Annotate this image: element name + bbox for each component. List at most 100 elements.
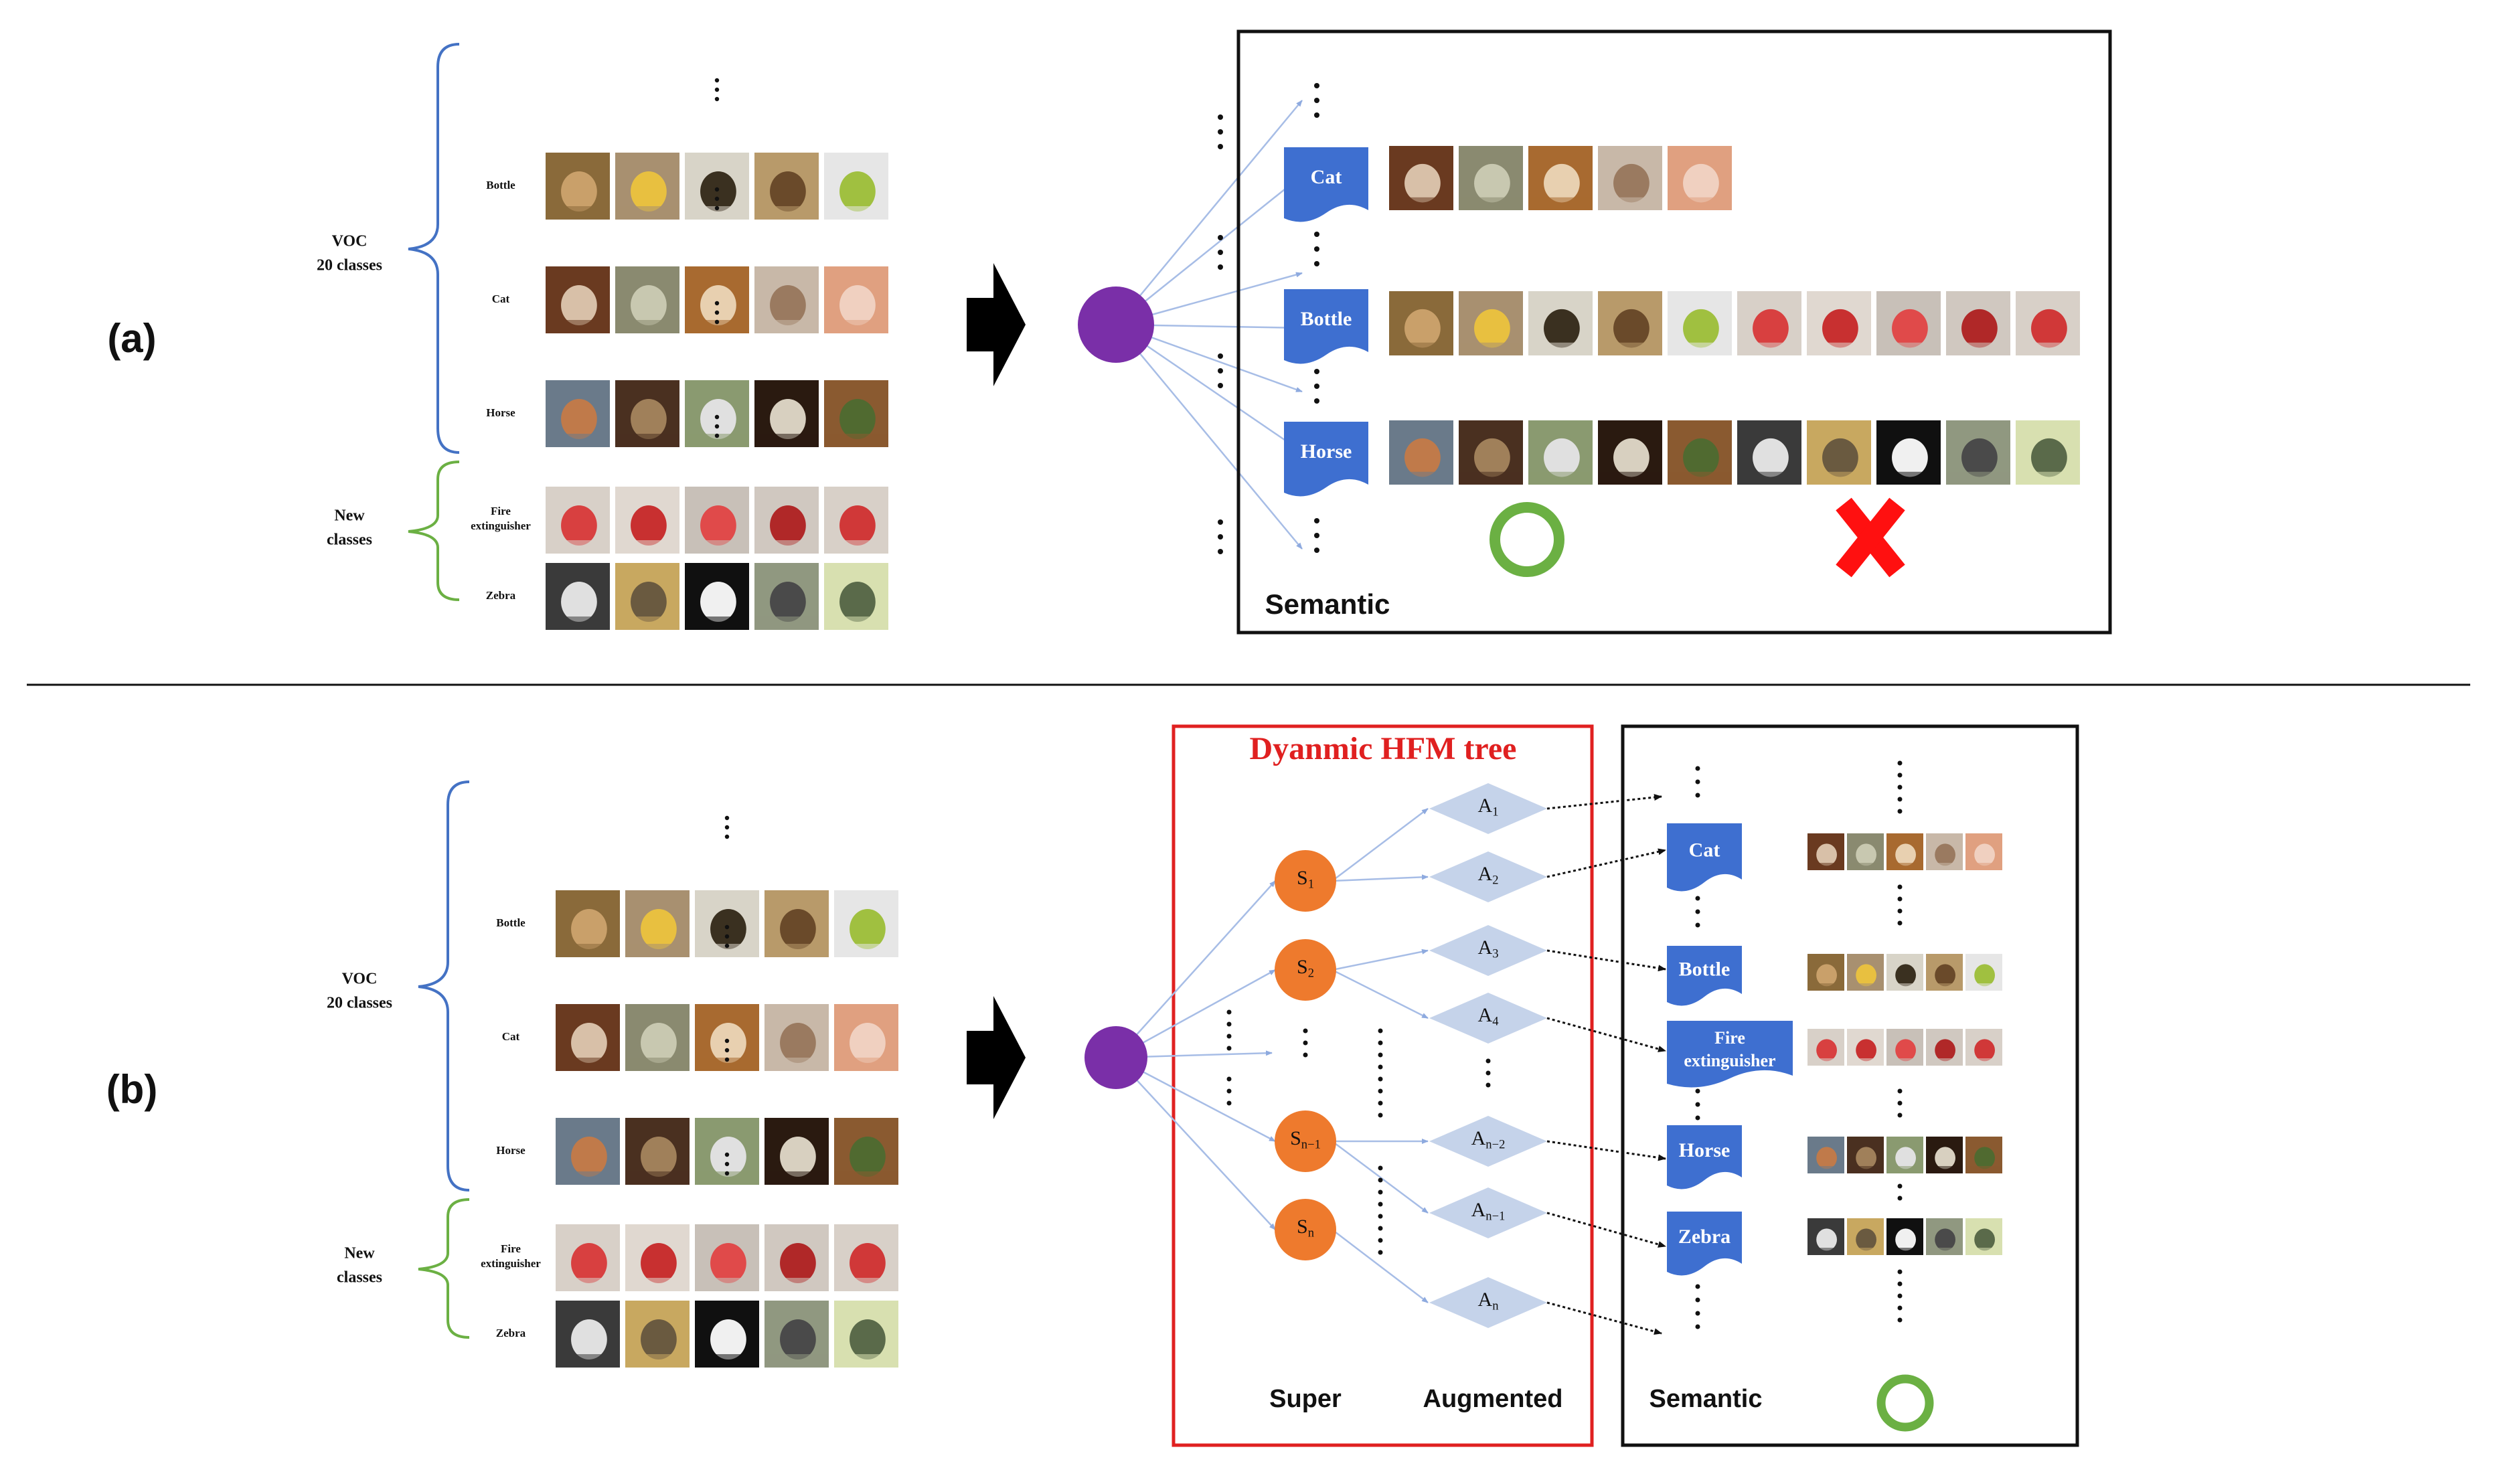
augmented-node-4 [1429,993,1547,1044]
ellipsis-dot [1314,384,1319,389]
thumbnail-horse [1847,1137,1884,1173]
thumbnail-ground [754,540,819,554]
thumbnail-ground [1668,197,1732,210]
thumbnail-subject [1816,1147,1838,1169]
thumbnail-subject [850,1243,886,1283]
thumbnail-ground [685,434,749,447]
thumbnail-ground [1847,863,1884,870]
thumbnail-subject [1961,438,1998,477]
thumbnail-fire [546,487,610,554]
thumbnail-ground [754,616,819,630]
thumbnail-ground [1389,471,1453,485]
thumbnail-subject [1974,1228,1996,1251]
super-node-label: S2 [1297,956,1314,981]
thumbnail-fire [834,1224,898,1291]
thumbnail-ground [824,434,888,447]
row-label-bottle: Bottle [486,179,515,191]
thumbnail-cat [556,1004,620,1071]
ellipsis-dot [1378,1028,1383,1034]
thumbnail-subject [770,505,806,546]
thumbnail-subject [710,1023,746,1063]
ellipsis-dot [1897,884,1903,890]
ellipsis-dot [1378,1040,1383,1046]
thumbnail-ground [615,540,679,554]
thumbnail-ground [1668,342,1732,355]
thumbnail-cat [1528,146,1593,210]
thumbnail-bottle [1946,291,2010,355]
ellipsis-dot [1314,261,1319,266]
ellipsis-dot [1378,1250,1383,1255]
thumbnail-horse [834,1118,898,1185]
panel-label-b: (b) [106,1067,158,1112]
thumbnail-bottle [2016,291,2080,355]
ellipsis-dot [1226,1076,1232,1082]
ellipsis-dot [1378,1100,1383,1106]
ellipsis-dot [1695,766,1700,771]
thumbnail-bottle [834,890,898,957]
thumbnail-ground [546,434,610,447]
ellipsis-dot [1897,809,1903,814]
ellipsis-dot [1695,779,1700,785]
brace-voc [418,780,470,1191]
thumbnail-fire [615,487,679,554]
thumbnail-horse [764,1118,829,1185]
thumbnail-subject [850,1319,886,1359]
thumbnail-ground [1807,1058,1844,1066]
edge-line [1115,175,1303,325]
thumbnail-subject [1974,843,1996,866]
thumbnail-subject [1822,309,1858,348]
thumbnail-subject [1895,1039,1917,1062]
ellipsis-dot [1897,1100,1903,1106]
thumbnail-subject [710,1137,746,1177]
ellipsis-dot [714,196,720,201]
augmented-node-label: An [1478,1289,1500,1313]
thumbnail-subject [770,171,806,212]
ellipsis-dot [1314,112,1319,118]
thumbnail-subject [1856,1039,1877,1062]
root-node [1084,1026,1147,1089]
thumbnail-horse [1668,420,1732,485]
thumbnail-subject [1935,1147,1956,1169]
ellipsis-dot [714,424,720,429]
super-node-1 [1275,850,1336,912]
ellipsis-dot [1314,246,1319,252]
thumbnail-subject [780,1243,816,1283]
thumbnail-zebra [754,563,819,630]
ellipsis-dot [714,96,720,102]
thumbnail-zebra [1965,1218,2002,1255]
ellipsis-dot [1218,114,1223,120]
ellipsis-dot [1378,1112,1383,1118]
thumbnail-ground [556,1058,620,1071]
augmented-node-7 [1429,1277,1547,1328]
thumbnail-ground [1926,1248,1963,1255]
thumbnail-ground [1807,1248,1844,1255]
thumbnail-cat [546,266,610,333]
thumbnail-ground [1668,471,1732,485]
thumbnail-subject [1974,1039,1996,1062]
thumbnail-ground [615,616,679,630]
thumbnail-zebra [695,1301,759,1368]
ellipsis-dot [1378,1088,1383,1094]
thumbnail-subject [1935,1039,1956,1062]
right-arrow-icon [967,263,1026,386]
thumbnail-subject [780,1137,816,1177]
row-label-horse: Horse [486,406,515,419]
ellipsis-dot [1218,368,1223,374]
semantic-node-shape [1284,422,1368,497]
thumbnail-subject [710,1319,746,1359]
ellipsis-dot [1695,793,1700,798]
thumbnail-zebra [764,1301,829,1368]
brace-new [408,461,460,601]
thumbnail-ground [556,1171,620,1185]
thumbnail-subject [700,399,736,439]
thumbnail-cat [1389,146,1453,210]
ellipsis-dot [1695,1284,1700,1289]
thumbnail-subject [1816,964,1838,987]
thumbnail-horse [1876,420,1941,485]
thumbnail-cat [1807,833,1844,870]
ellipsis-dot [1897,1269,1903,1274]
thumbnail-ground [1389,197,1453,210]
ellipsis-dot [724,1057,730,1062]
thumbnail-ground [615,206,679,220]
thumbnail-subject [1683,438,1719,477]
